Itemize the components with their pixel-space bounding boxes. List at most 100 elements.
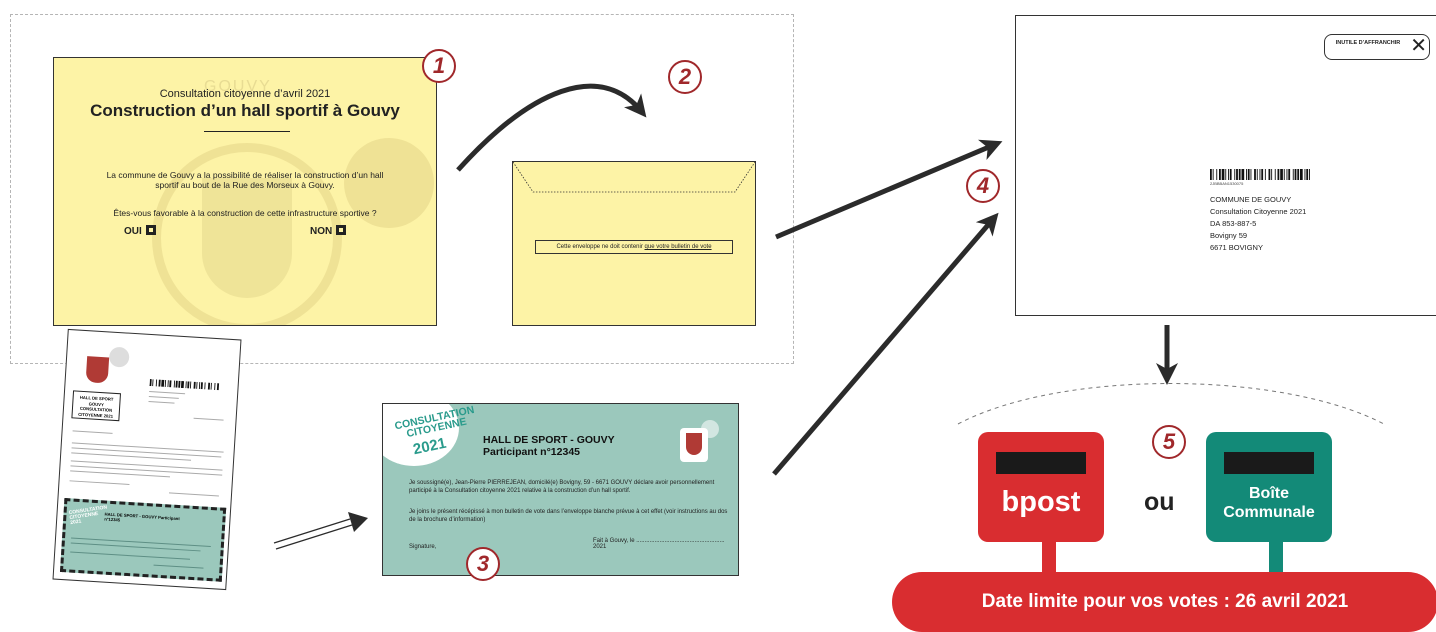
barcode-number: 2JBBBAN1530075: [1210, 181, 1244, 186]
barcode-bar: [164, 379, 167, 388]
address-line: 6671 BOVIGNY: [1210, 243, 1263, 252]
barcode-bar: [189, 381, 192, 389]
barcode-bar: [169, 380, 172, 388]
postage-stamp-box: INUTILE D’AFFRANCHIR ✕: [1324, 34, 1430, 60]
option-no-label: NON: [310, 226, 333, 237]
envelope-label-prefix: Cette enveloppe ne doit contenir: [556, 244, 643, 250]
barcode-bar: [1229, 169, 1232, 180]
option-no[interactable]: NON: [310, 225, 347, 237]
no-checkbox[interactable]: [336, 225, 347, 235]
barcode-bar: [1268, 169, 1271, 180]
barcode-bar: [198, 382, 201, 390]
mail-slot: [996, 452, 1086, 474]
barcode-bar: [180, 380, 185, 389]
barcode-bar: [1236, 169, 1238, 180]
barcode-bar: [173, 380, 176, 388]
envelope-label: Cette enveloppe ne doit contenir que vot…: [535, 240, 733, 254]
ballot-title: Construction d’un hall sportif à Gouvy: [90, 101, 400, 120]
barcode-bar: [1259, 169, 1261, 180]
option-yes[interactable]: OUI: [124, 225, 156, 237]
step-4-badge: 4: [966, 169, 1000, 203]
return-envelope: INUTILE D’AFFRANCHIR ✕ 2JBBBAN1530075 CO…: [1015, 15, 1436, 316]
mailbox-arc: [957, 383, 1385, 425]
barcode-bar: [1274, 169, 1276, 180]
communal-mailbox: Boîte Communale: [1206, 432, 1332, 542]
barcode-bar: [1219, 169, 1221, 180]
receipt-instructions: Je joins le présent récépissé à mon bull…: [409, 509, 728, 523]
communal-label: Boîte Communale: [1206, 484, 1332, 522]
communal-label-line-2: Communale: [1223, 504, 1315, 521]
barcode-bar: [149, 379, 152, 387]
bpost-mailbox: bpost: [978, 432, 1104, 542]
barcode-bar: [175, 380, 178, 388]
barcode-bar: [1212, 169, 1214, 180]
receipt-declaration: Je soussigné(e), Jean-Pierre PIERREJEAN,…: [409, 480, 715, 494]
barcode-bar: [1288, 169, 1291, 180]
receipt-place-date: Fait à Gouvy, le .......................…: [593, 538, 725, 550]
barcode-bar: [216, 383, 220, 391]
receipt-signature: Signature,: [409, 544, 437, 550]
barcode-bar: [196, 381, 198, 389]
gouvy-watermark-logo: GOUVY: [204, 78, 272, 95]
participation-receipt: CONSULTATION CITOYENNE 2021 HALL DE SPOR…: [382, 403, 739, 576]
arrow-envelope-to-return: [775, 139, 1003, 240]
mail-slot: [1224, 452, 1314, 474]
barcode-bar: [155, 379, 158, 387]
step-3-badge: 3: [466, 547, 500, 581]
barcode-bar: [1210, 169, 1212, 180]
barcode-bar: [210, 382, 212, 390]
barcode-bar: [187, 381, 190, 389]
barcode-bar: [1246, 169, 1247, 180]
option-yes-label: OUI: [124, 226, 142, 237]
barcode-bar: [1264, 169, 1266, 180]
communal-label-line-1: Boîte: [1249, 485, 1289, 502]
receipt-title: HALL DE SPORT - GOUVY Participant n°1234…: [483, 434, 615, 458]
barcode-bar: [1292, 169, 1294, 180]
envelope-label-underlined: que votre bulletin de vote: [644, 244, 712, 250]
step-1-badge: 1: [422, 49, 456, 83]
flow-arrows: [273, 83, 1385, 550]
barcode-bar: [1283, 169, 1285, 180]
barcode-bar: [207, 382, 211, 390]
barcode-bar: [178, 380, 181, 388]
barcode-bar: [1256, 169, 1258, 180]
stamp-text: INUTILE D’AFFRANCHIR: [1335, 40, 1401, 46]
ballot-description: La commune de Gouvy a la possibilité de …: [106, 170, 384, 190]
address-line: Consultation Citoyenne 2021: [1210, 207, 1307, 216]
cross-icon: ✕: [1410, 35, 1427, 57]
arrow-ballot-to-envelope: [456, 83, 647, 172]
coat-of-arms-icon: [686, 433, 702, 455]
steps-1-2-frame: [10, 14, 794, 364]
step-5-badge: 5: [1152, 425, 1186, 459]
barcode-bar: [200, 382, 203, 390]
or-connector: ou: [1144, 488, 1175, 516]
recipient-address: COMMUNE DE GOUVY Consultation Citoyenne …: [1210, 194, 1306, 254]
shield-watermark: [202, 178, 292, 298]
yes-checkbox[interactable]: [145, 225, 156, 235]
barcode-bar: [167, 380, 169, 388]
receipt-title-line: HALL DE SPORT - GOUVY: [483, 434, 615, 446]
barcode-bar: [193, 381, 196, 389]
tree-watermark: [344, 138, 434, 228]
arrow-stub-to-receipt: [273, 512, 368, 550]
inner-envelope: Cette enveloppe ne doit contenir que vot…: [512, 161, 756, 326]
barcode-bar: [1297, 169, 1300, 180]
address-line: COMMUNE DE GOUVY: [1210, 195, 1292, 204]
barcode-bar: [1261, 169, 1264, 180]
barcode-bar: [1309, 169, 1310, 180]
barcode-bar: [1300, 169, 1303, 180]
ballot-question: Êtes-vous favorable à la construction de…: [113, 208, 377, 218]
barcode-bar: [1225, 169, 1227, 180]
step-2-badge: 2: [668, 60, 702, 94]
arrow-receipt-to-return: [772, 212, 999, 476]
ballot-subtitle: Consultation citoyenne d’avril 2021: [159, 88, 331, 100]
barcode-bar: [1277, 169, 1280, 180]
barcode-bar: [1241, 169, 1245, 180]
barcode-bar: [1294, 169, 1297, 180]
barcode-bar: [1304, 169, 1306, 180]
barcode-bar: [204, 382, 206, 390]
barcode-bar: [152, 379, 154, 387]
address-line: Bovigny 59: [1210, 231, 1248, 240]
barcode-bar: [1221, 169, 1225, 180]
barcode-bar: [1286, 169, 1288, 180]
